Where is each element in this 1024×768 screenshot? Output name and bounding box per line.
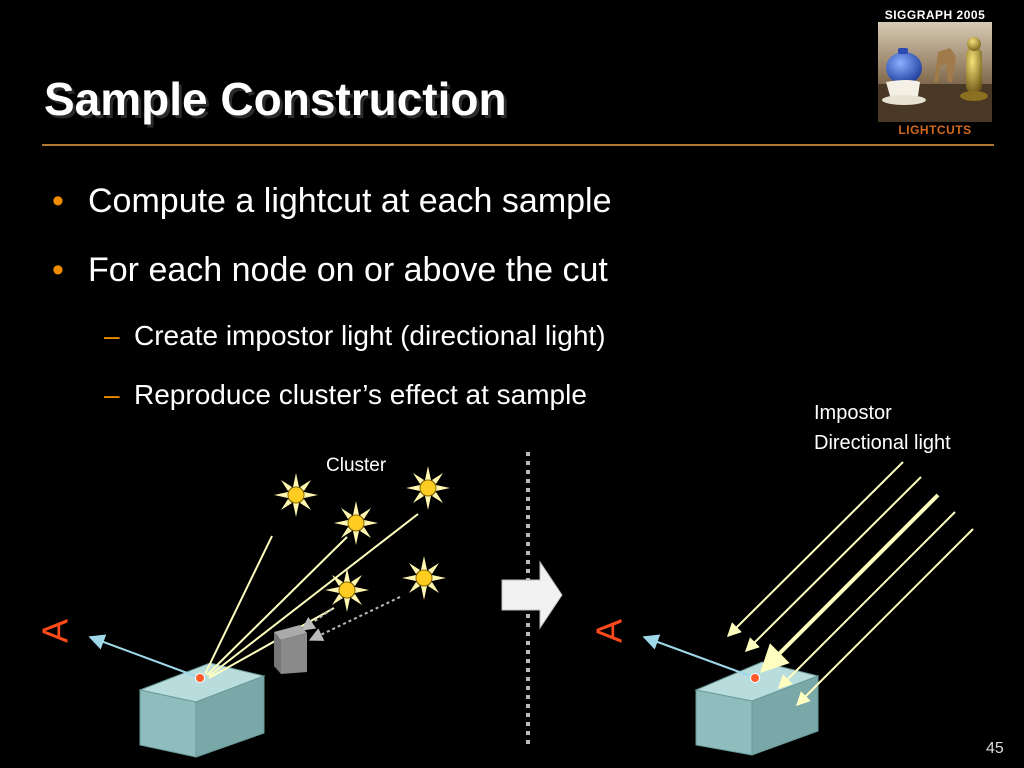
logo-top-text: SIGGRAPH 2005 — [884, 8, 986, 22]
logo-bottom-text: LIGHTCUTS — [898, 123, 972, 137]
page-number: 45 — [986, 740, 1004, 757]
directional-rays — [727, 461, 974, 706]
sub-bullet-text: Create impostor light (directional light… — [134, 320, 606, 351]
bullet-item: • Compute a lightcut at each sample — [52, 182, 612, 221]
logo-render-image — [878, 22, 992, 122]
bullet-text: Compute a lightcut at each sample — [88, 182, 612, 220]
light-source-icon — [273, 472, 319, 518]
bullet-text: For each node on or above the cut — [88, 251, 608, 289]
light-source-icon — [401, 555, 447, 601]
impostor-label-line2: Directional light — [814, 432, 951, 454]
occluded-rays — [300, 596, 401, 641]
cluster-label: Cluster — [326, 455, 387, 476]
bullet-marker: • — [52, 251, 64, 289]
light-source-icon — [324, 567, 370, 613]
light-source-icon — [333, 500, 379, 546]
title-divider — [42, 144, 994, 146]
sub-bullet-marker: – — [104, 379, 120, 410]
sample-point-left — [195, 673, 205, 683]
sub-bullet-item: –Reproduce cluster’s effect at sample — [104, 379, 587, 411]
cluster-rays — [204, 513, 419, 679]
eye-icon: A — [589, 619, 630, 643]
siggraph-logo: SIGGRAPH 2005 LIGHTCUTS — [876, 8, 994, 138]
light-source-icon — [405, 465, 451, 511]
occluder-cube-icon — [274, 625, 307, 674]
sample-point-right — [750, 673, 760, 683]
eye-icon: A — [35, 619, 76, 643]
impostor-label-line1: Impostor — [814, 402, 892, 424]
view-ray-right — [642, 634, 754, 678]
view-ray-left — [88, 634, 199, 678]
right-arrow-icon — [501, 560, 563, 630]
bullet-item: • For each node on or above the cut — [52, 251, 608, 290]
sub-bullet-text: Reproduce cluster’s effect at sample — [134, 379, 587, 410]
bullet-marker: • — [52, 182, 64, 220]
slide-title: Sample Construction — [44, 73, 507, 125]
sub-bullet-item: –Create impostor light (directional ligh… — [104, 320, 606, 352]
sub-bullet-marker: – — [104, 320, 120, 351]
